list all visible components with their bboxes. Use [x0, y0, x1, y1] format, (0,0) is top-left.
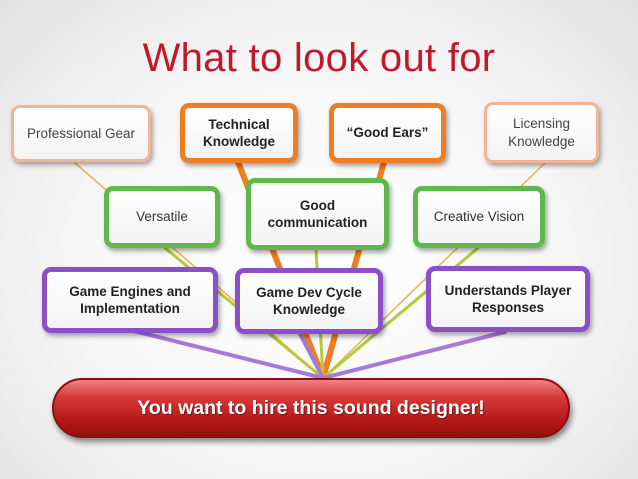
connector-understands-player	[321, 330, 507, 380]
connector-game-engines	[128, 328, 325, 380]
box-game-engines-label: Game Engines and Implementation	[69, 283, 191, 316]
box-technical-knowledge-label: Technical Knowledge	[202, 116, 275, 149]
box-understands-player-label: Understands Player Responses	[444, 282, 572, 315]
page-title: What to look out for	[142, 36, 496, 80]
box-good-ears-label: “Good Ears”	[346, 125, 429, 141]
box-good-communication: Good communication	[246, 178, 389, 250]
connector-game-dev-cycle	[298, 332, 325, 380]
box-licensing-knowledge: Licensing Knowledge	[484, 102, 599, 163]
box-game-dev-cycle: Game Dev Cycle Knowledge	[235, 268, 383, 334]
box-versatile: Versatile	[104, 186, 220, 248]
box-good-ears: “Good Ears”	[329, 103, 446, 163]
box-professional-gear: Professional Gear	[11, 105, 151, 162]
box-game-engines: Game Engines and Implementation	[42, 267, 218, 333]
box-creative-vision-label: Creative Vision	[433, 209, 525, 225]
box-licensing-knowledge-label: Licensing Knowledge	[508, 116, 575, 149]
hire-banner-label: You want to hire this sound designer!	[137, 396, 485, 419]
box-professional-gear-label: Professional Gear	[26, 125, 136, 141]
box-game-dev-cycle-label: Game Dev Cycle Knowledge	[256, 284, 362, 317]
box-technical-knowledge: Technical Knowledge	[180, 103, 298, 163]
hire-banner: You want to hire this sound designer!	[52, 378, 570, 438]
box-understands-player: Understands Player Responses	[426, 266, 590, 332]
box-creative-vision: Creative Vision	[413, 186, 545, 248]
box-versatile-label: Versatile	[136, 209, 188, 225]
box-good-communication-label: Good communication	[267, 197, 368, 230]
